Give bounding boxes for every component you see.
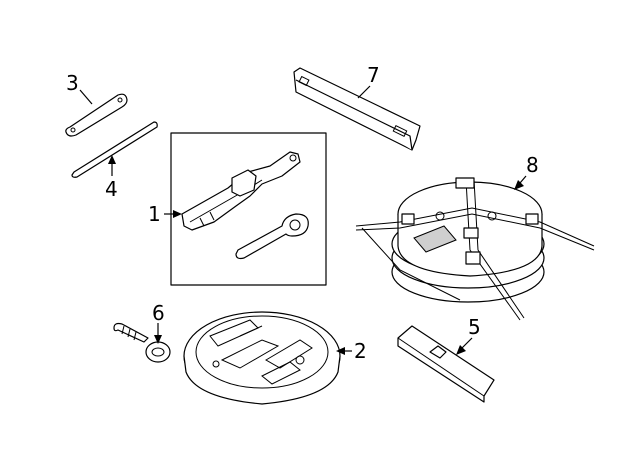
jack-kit-box (170, 132, 327, 286)
svg-text:7: 7 (367, 63, 380, 87)
callout-8: 8 (514, 153, 539, 190)
svg-text:4: 4 (105, 177, 118, 201)
callout-7: 7 (357, 63, 380, 99)
callout-5: 5 (456, 315, 481, 355)
svg-text:2: 2 (354, 339, 367, 363)
svg-text:8: 8 (526, 153, 539, 177)
svg-text:5: 5 (468, 315, 481, 339)
cover-part (293, 67, 421, 151)
pad-part (397, 325, 495, 403)
bracket-part (65, 93, 128, 137)
tray-part (183, 311, 341, 405)
svg-text:3: 3 (66, 71, 79, 95)
tow-eye-part (113, 322, 171, 363)
svg-text:6: 6 (152, 301, 165, 325)
callout-4: 4 (105, 155, 118, 201)
callout-6: 6 (152, 301, 165, 344)
callout-3: 3 (66, 71, 93, 105)
svg-text:1: 1 (148, 202, 161, 226)
callout-2: 2 (336, 339, 367, 363)
callout-1: 1 (148, 202, 182, 226)
handle-rod-part (71, 121, 158, 178)
strap-tire-part (355, 177, 595, 321)
